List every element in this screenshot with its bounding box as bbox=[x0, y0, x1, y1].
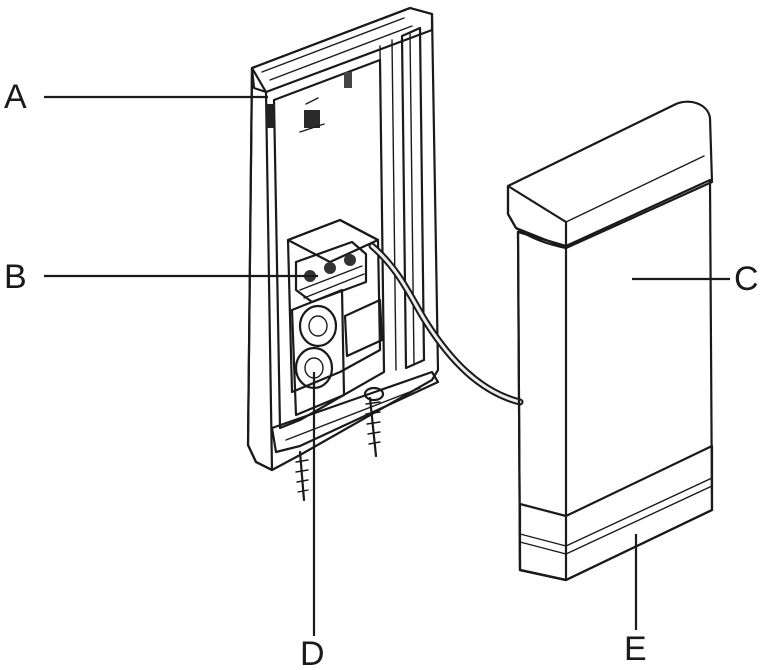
cover-lower-band bbox=[518, 444, 714, 582]
cable bbox=[368, 242, 524, 406]
label-c: C bbox=[734, 260, 759, 298]
base-left-rim bbox=[246, 66, 274, 472]
cover bbox=[506, 100, 714, 582]
label-b: B bbox=[4, 258, 27, 296]
mounting-base bbox=[246, 6, 440, 502]
base-marking bbox=[299, 97, 325, 133]
label-a: A bbox=[4, 78, 27, 116]
base-top-lip bbox=[250, 6, 434, 94]
cover-side-face bbox=[516, 230, 568, 582]
cover-top-cap bbox=[506, 100, 714, 250]
base-right-rail bbox=[400, 26, 426, 370]
label-d: D bbox=[300, 635, 325, 670]
label-e: E bbox=[624, 630, 647, 668]
terminal-side-box bbox=[343, 298, 384, 358]
fixing-screw-left bbox=[295, 450, 309, 502]
base-hook-left bbox=[266, 104, 275, 128]
leader-lines bbox=[44, 95, 730, 636]
terminal-top bbox=[286, 218, 380, 264]
base-hook-right bbox=[344, 72, 352, 88]
cable-glands bbox=[290, 288, 346, 417]
fixing-screw-right bbox=[363, 386, 385, 458]
